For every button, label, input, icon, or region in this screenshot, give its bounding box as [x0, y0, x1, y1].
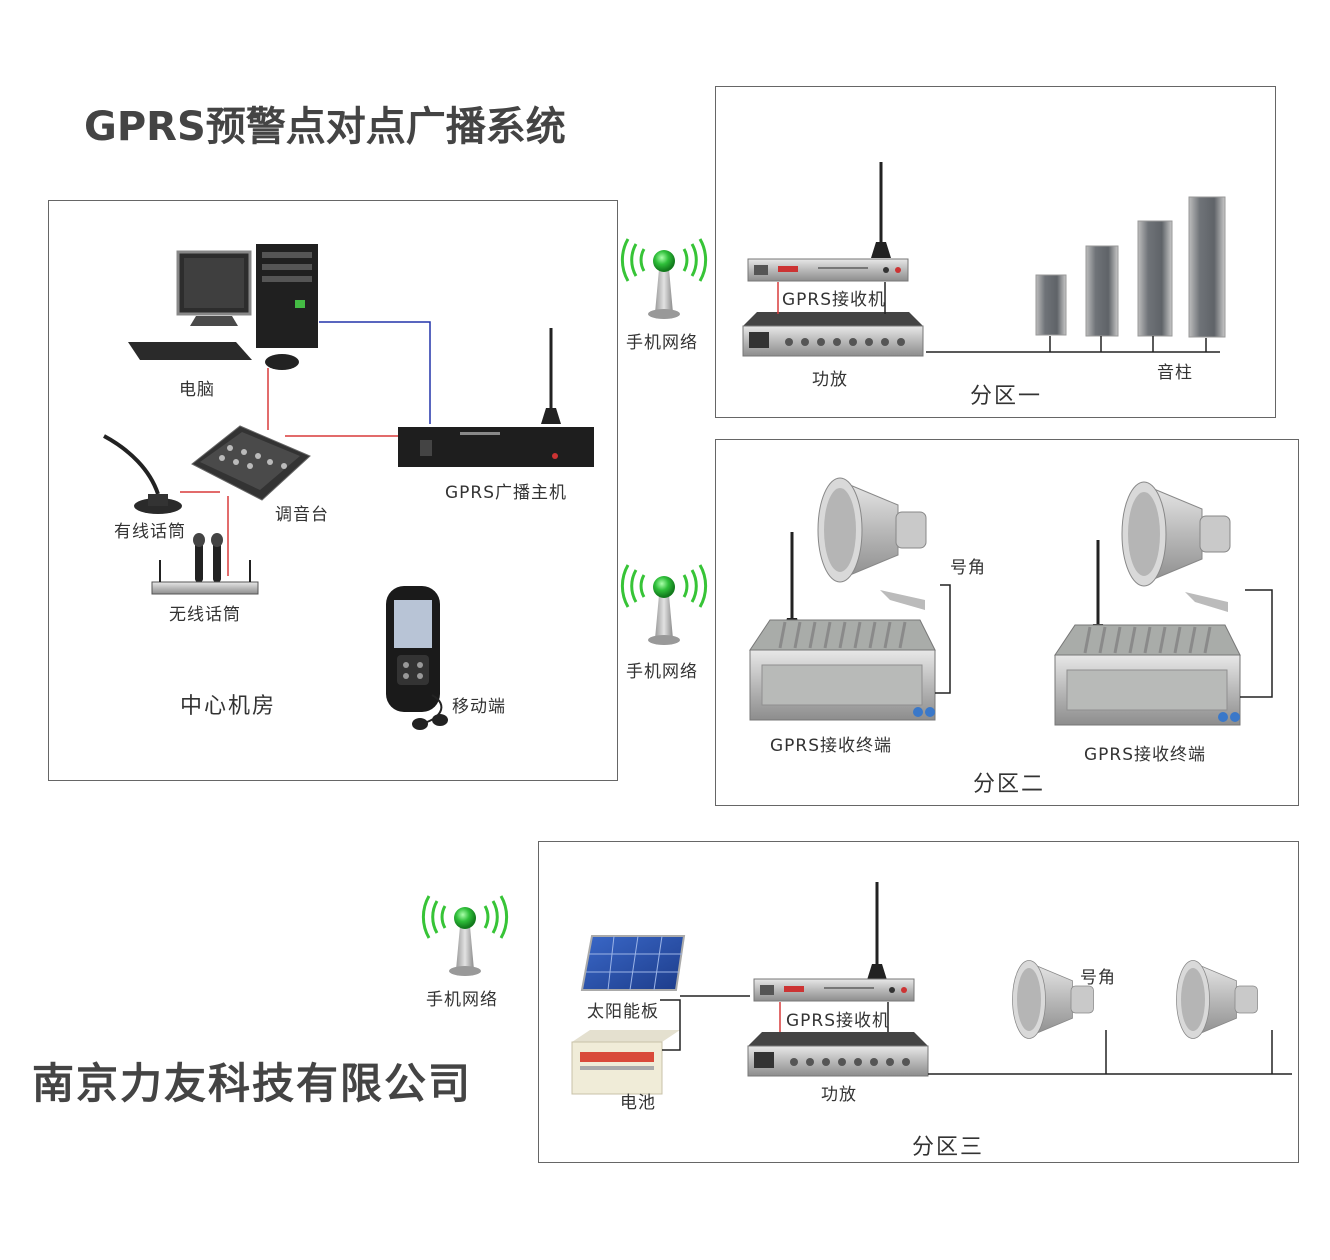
network-signal-icon-1: [620, 237, 708, 321]
column-speaker-icon: [1035, 196, 1226, 338]
zone2-label: 分区二: [973, 772, 1046, 797]
network-label-2: 手机网络: [626, 662, 698, 682]
zone2-terminal-label-1: GPRS接收终端: [770, 736, 893, 756]
company-name: 南京力友科技有限公司: [32, 1059, 473, 1108]
network-label-1: 手机网络: [626, 333, 698, 353]
mixer-icon: [191, 425, 311, 501]
zone1-amplifier-label: 功放: [812, 370, 848, 390]
wired-mic-label: 有线话筒: [114, 522, 186, 542]
zone3-receiver-label: GPRS接收机: [786, 1011, 891, 1031]
network-label-3: 手机网络: [426, 990, 498, 1010]
center-room-label: 中心机房: [180, 694, 277, 719]
mobile-phone-icon: [386, 586, 448, 730]
zone3-amplifier-label: 功放: [821, 1085, 857, 1105]
zone3-box: [538, 841, 1299, 1163]
zone3-label: 分区三: [912, 1135, 985, 1160]
zone1-box: [715, 86, 1276, 418]
zone1-receiver-icon: [747, 162, 909, 282]
network-signal-icon-2: [620, 563, 708, 647]
computer-label: 电脑: [179, 380, 215, 400]
wired-mic-icon: [103, 434, 182, 514]
zone3-horn-icon-2: [1176, 960, 1258, 1039]
wireless-mic-label: 无线话筒: [169, 605, 241, 625]
zone3-amplifier-icon: [747, 1031, 929, 1077]
zone1-label: 分区一: [970, 384, 1043, 409]
gprs-host-label: GPRS广播主机: [445, 483, 568, 503]
zone2-terminal-label-2: GPRS接收终端: [1084, 745, 1207, 765]
mobile-label: 移动端: [452, 697, 506, 717]
zone2-terminal-icon-2: [1053, 540, 1242, 727]
zone2-terminal-icon-1: [748, 532, 937, 722]
center-room-box: [48, 200, 618, 781]
solar-panel-label: 太阳能板: [587, 1002, 659, 1022]
zone3-receiver-icon: [753, 882, 915, 1002]
solar-panel-icon: [580, 935, 686, 991]
zone3-horn-label: 号角: [1080, 968, 1116, 988]
battery-label: 电池: [620, 1093, 656, 1113]
column-speaker-label: 音柱: [1157, 363, 1193, 383]
zone2-horn-icon-2: [1121, 481, 1231, 612]
zone1-amplifier-icon: [742, 311, 924, 357]
wireless-mic-icon: [151, 533, 259, 595]
zone1-receiver-label: GPRS接收机: [782, 290, 887, 310]
mixer-label: 调音台: [275, 505, 329, 525]
computer-icon: [128, 244, 318, 370]
zone2-horn-icon-1: [817, 477, 927, 610]
diagram-title: GPRS预警点对点广播系统: [84, 104, 566, 150]
zone2-horn-label: 号角: [950, 558, 986, 578]
battery-icon: [571, 1030, 680, 1095]
gprs-host-icon: [398, 328, 594, 467]
network-signal-icon-3: [421, 894, 509, 978]
